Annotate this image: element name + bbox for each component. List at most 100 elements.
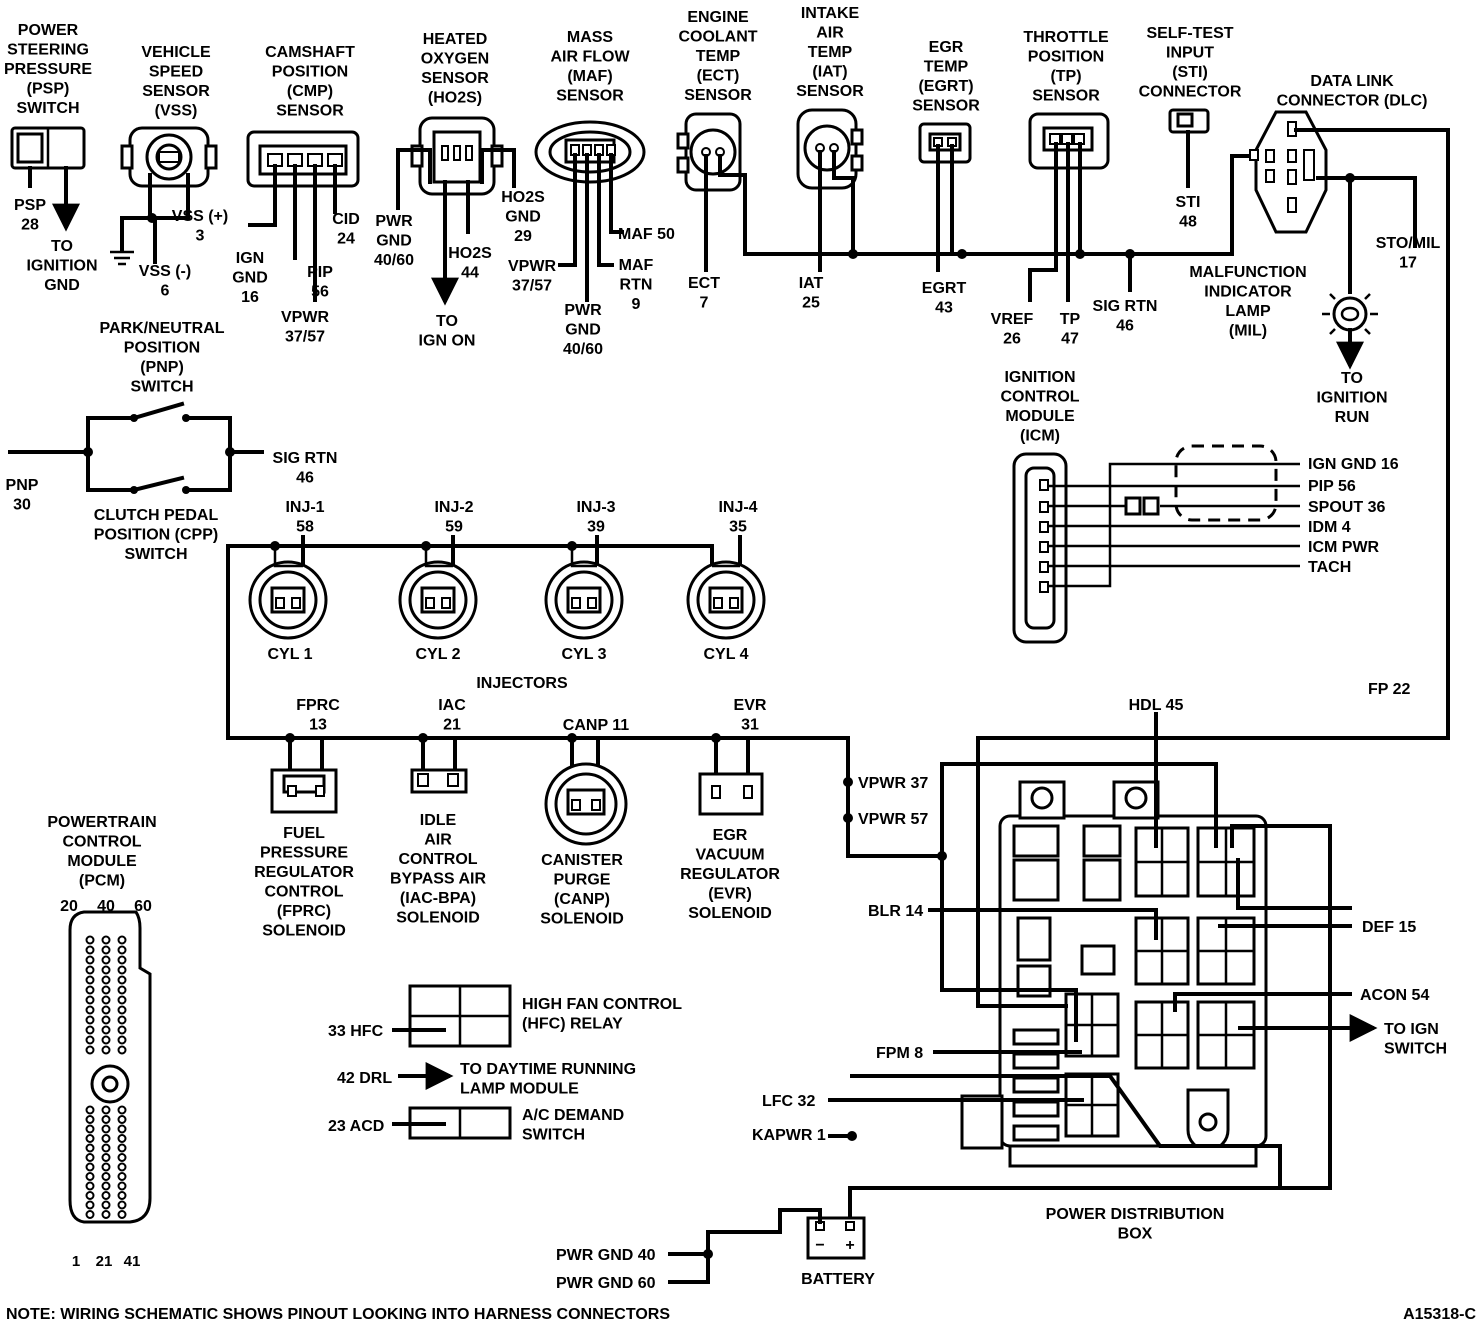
pcm-pin-socket — [85, 1200, 95, 1210]
pcm-pin-socket — [117, 1181, 127, 1191]
pcm-pin-socket — [85, 995, 95, 1005]
pcm-connector — [68, 910, 152, 1224]
figure-code: A15318-C — [1403, 1306, 1476, 1323]
pcm-pin-socket — [101, 935, 111, 945]
pcm-pin-socket — [101, 1210, 111, 1219]
pcm-pin-socket — [85, 1143, 95, 1153]
icm-ign-gnd-16: IGN GND 16 — [1308, 456, 1399, 473]
sig-rtn-bus — [743, 154, 1260, 292]
battery-minus: − — [815, 1237, 824, 1254]
icm-pip-56: PIP 56 — [1308, 478, 1356, 495]
egrt-sensor — [918, 122, 972, 272]
fpm-8: FPM 8 — [876, 1045, 923, 1062]
psp-switch — [10, 126, 86, 232]
pcm-pin-socket — [85, 935, 95, 945]
pcm-pin-socket — [117, 1153, 127, 1162]
battery — [668, 1208, 866, 1284]
pcm-pin-socket — [85, 1115, 95, 1124]
maf-50-pin: MAF 50 — [618, 226, 675, 243]
pcm-pin-socket — [117, 1045, 127, 1055]
icm-spout-36: SPOUT 36 — [1308, 499, 1385, 516]
pcm-pin-socket — [117, 1172, 127, 1181]
blr-14: BLR 14 — [868, 903, 923, 920]
pcm-pin-socket — [117, 985, 127, 995]
pcm-pin-socket — [101, 945, 111, 955]
mil-lamp — [1322, 286, 1378, 370]
pcm-pin-socket — [85, 1191, 95, 1200]
pcm-pin-socket — [85, 1045, 95, 1055]
icm-idm-4: IDM 4 — [1308, 519, 1351, 536]
pcm-pin-socket — [101, 1200, 111, 1210]
injectors-title: INJECTORS — [476, 675, 568, 692]
pcm-pin-socket — [117, 1210, 127, 1219]
pcm-bottom-pin-41: 41 — [124, 1253, 141, 1270]
hdl-45: HDL 45 — [1129, 697, 1184, 714]
pcm-pin-socket — [101, 985, 111, 995]
pcm-pin-socket — [117, 1191, 127, 1200]
icm-tach: TACH — [1308, 559, 1351, 576]
pcm-pin-socket — [117, 1105, 127, 1115]
pcm-pin-socket — [101, 1181, 111, 1191]
iat-sensor — [796, 108, 864, 272]
pcm-pin-socket — [85, 1134, 95, 1143]
pcm-pin-socket — [101, 1191, 111, 1200]
injector-cyl-3 — [544, 535, 624, 640]
pcm-pin-socket — [85, 1005, 95, 1015]
hfc-pin: 33 HFC — [328, 1023, 384, 1040]
pcm-pin-socket — [117, 1143, 127, 1153]
drl-pin: 42 DRL — [337, 1070, 392, 1087]
pcm-pin-socket — [117, 995, 127, 1005]
cyl-2-label: CYL 2 — [415, 646, 460, 663]
pcm-pin-socket — [117, 955, 127, 965]
pcm-pin-socket — [101, 1162, 111, 1172]
sti-connector — [1168, 108, 1210, 188]
pcm-pin-socket — [117, 1200, 127, 1210]
fp-22: FP 22 — [1368, 681, 1411, 698]
injector-cyl-2 — [398, 535, 478, 640]
pcm-pin-socket — [117, 1162, 127, 1172]
pcm-pin-socket — [117, 975, 127, 985]
pcm-pin-socket — [101, 1172, 111, 1181]
injector-cyl-1 — [248, 535, 328, 640]
maf-sensor — [534, 120, 646, 302]
power-distribution-box — [960, 780, 1268, 1168]
pcm-pin-socket — [101, 1025, 111, 1035]
pwr-gnd-60: PWR GND 60 — [556, 1275, 656, 1292]
pcm-pin-socket — [85, 1172, 95, 1181]
canp-solenoid — [544, 733, 628, 846]
pcm-pin-socket — [101, 1015, 111, 1025]
pcm-bottom-pin-21: 21 — [96, 1253, 113, 1270]
cyl-4-label: CYL 4 — [703, 646, 748, 663]
pcm-pin-socket — [85, 955, 95, 965]
def-15: DEF 15 — [1362, 919, 1416, 936]
ignition-control-module — [1012, 444, 1300, 644]
acd-switch — [392, 1106, 512, 1140]
